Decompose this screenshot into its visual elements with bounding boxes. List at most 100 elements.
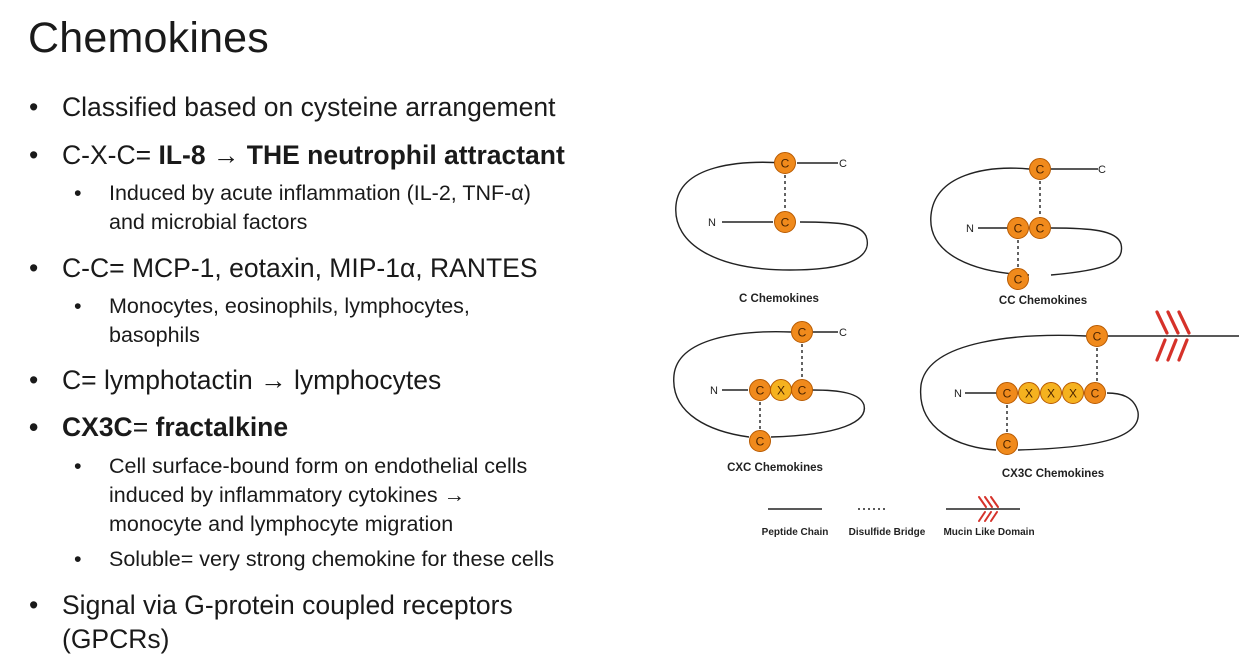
n-terminus-label: N: [708, 217, 716, 229]
n-terminus-label: N: [966, 223, 974, 235]
cysteine-label: C: [1014, 273, 1023, 287]
subbullet-text-line1: Induced by acute inflammation (IL-2, TNF…: [109, 181, 531, 205]
bullet-text-line2: (GPCRs): [62, 624, 170, 654]
bullet-list: • Classified based on cysteine arrangeme…: [29, 90, 565, 656]
bullet-dot: •: [29, 590, 39, 620]
subbullet-text-line2: basophils: [109, 323, 200, 347]
c-terminus-label: C: [1098, 164, 1106, 176]
subbullet-text-line1: Monocytes, eosinophils, lymphocytes,: [109, 294, 470, 318]
panel-label-c: C Chemokines: [739, 293, 819, 305]
bullet-gpcr: • Signal via G-protein coupled receptors…: [29, 588, 513, 656]
cysteine-label: C: [781, 157, 790, 171]
cc-chemokine-structure: [930, 167, 1123, 276]
subbullet-text-line3: monocyte and lymphocyte migration: [109, 512, 454, 536]
bullet-dot: •: [74, 181, 82, 205]
subbullet-text-line2: and microbial factors: [109, 210, 308, 234]
x-residue-label: X: [1069, 387, 1077, 401]
cysteine-residue: [774, 152, 796, 174]
cysteine-residue: [996, 433, 1018, 455]
slide-title: Chemokines: [28, 14, 269, 62]
x-residue-label: X: [1047, 387, 1055, 401]
cysteine-label: C: [1093, 330, 1102, 344]
bullet-cx3c: • CX3C= fractalkine: [29, 410, 289, 444]
c-chemokine-structure: [675, 161, 868, 271]
peptide-chain: [1017, 392, 1139, 451]
peptide-chain: [1050, 227, 1123, 276]
cysteine-label: C: [756, 435, 765, 449]
peptide-chain: [673, 331, 792, 438]
legend-peptide-label: Peptide Chain: [762, 527, 829, 538]
x-residue: [1040, 382, 1062, 404]
bullet-text: C= lymphotactin → lymphocytes: [62, 365, 442, 395]
bullet-bold-text: IL-8 → THE neutrophil attractant: [158, 140, 565, 170]
cysteine-residue: [1029, 158, 1051, 180]
bullet-classified: • Classified based on cysteine arrangeme…: [29, 90, 556, 124]
cxc-chemokine-residues: C C X C C N C: [710, 321, 847, 452]
cysteine-label: C: [1003, 387, 1012, 401]
subbullet-text-line2: induced by inflammatory cytokines →: [109, 483, 466, 507]
cysteine-residue: [1084, 382, 1106, 404]
cx3c-chemokine-structure: [920, 334, 1239, 451]
cysteine-label: C: [798, 326, 807, 340]
legend: Peptide Chain Disulfide Bridge Mucin Lik…: [762, 496, 1035, 538]
cysteine-label: C: [1036, 163, 1045, 177]
cysteine-residue: [791, 379, 813, 401]
cysteine-residue: [1007, 268, 1029, 290]
cx3c-chemokine-residues: C C X X X C C N: [954, 325, 1108, 455]
cysteine-residue: [1007, 217, 1029, 239]
bullet-dot: •: [29, 365, 39, 395]
bullet-dot: •: [29, 253, 39, 283]
bullet-dot: •: [29, 140, 39, 170]
legend-mucin-label: Mucin Like Domain: [943, 527, 1034, 538]
cysteine-residue: [1029, 217, 1051, 239]
bullet-dot: •: [74, 547, 82, 571]
subbullet-cell-surface: • Cell surface-bound form on endothelial…: [74, 452, 527, 539]
panel-label-cx3c: CX3C Chemokines: [1002, 468, 1104, 480]
x-residue: [1018, 382, 1040, 404]
subbullet-text: Soluble= very strong chemokine for these…: [109, 547, 555, 571]
cxc-chemokine-structure: [673, 331, 865, 438]
cysteine-label: C: [798, 384, 807, 398]
subbullet-monocytes: • Monocytes, eosinophils, lymphocytes, b…: [74, 292, 470, 350]
bullet-dot: •: [74, 294, 82, 318]
cc-chemokine-residues: C C C C N C: [966, 158, 1106, 290]
x-residue-label: X: [1025, 387, 1033, 401]
peptide-chain: [920, 334, 1087, 451]
bullet-c: • C= lymphotactin → lymphocytes: [29, 363, 442, 397]
bullet-dot: •: [29, 92, 39, 122]
c-terminus-label: C: [839, 327, 847, 339]
peptide-chain: [675, 161, 868, 271]
bullet-text: Classified based on cysteine arrangement: [62, 92, 556, 122]
cysteine-label: C: [1003, 438, 1012, 452]
legend-disulfide-label: Disulfide Bridge: [849, 527, 926, 538]
c-chemokine-residues: C C N C: [708, 152, 847, 233]
bullet-text: C-X-C=: [62, 140, 159, 170]
cysteine-label: C: [756, 384, 765, 398]
n-terminus-label: N: [954, 388, 962, 400]
mucin-like-domain: [1155, 310, 1191, 362]
bullet-cc: • C-C= MCP-1, eotaxin, MIP-1α, RANTES: [29, 251, 538, 285]
bullet-text: =: [132, 412, 156, 442]
bullet-text: C-C= MCP-1, eotaxin, MIP-1α, RANTES: [62, 253, 538, 283]
peptide-chain: [770, 389, 865, 438]
panel-label-cc: CC Chemokines: [999, 295, 1087, 307]
cysteine-residue: [774, 211, 796, 233]
c-terminus-label: C: [839, 158, 847, 170]
chemokine-structure-diagram: C C N C C Chemokines C C C C N C CC Chem…: [660, 140, 1239, 555]
cysteine-residue: [791, 321, 813, 343]
n-terminus-label: N: [710, 385, 718, 397]
subbullet-soluble: • Soluble= very strong chemokine for the…: [74, 545, 555, 574]
bullet-cxc: • C-X-C= IL-8 → THE neutrophil attractan…: [29, 138, 565, 172]
cysteine-residue: [996, 382, 1018, 404]
bullet-bold-text: CX3C: [62, 412, 133, 442]
cysteine-label: C: [1091, 387, 1100, 401]
bullet-bold-text: fractalkine: [155, 412, 289, 442]
bullet-dot: •: [29, 412, 39, 442]
peptide-chain: [930, 167, 1030, 276]
panel-label-cxc: CXC Chemokines: [727, 462, 823, 474]
subbullet-induced: • Induced by acute inflammation (IL-2, T…: [74, 179, 531, 237]
cysteine-residue: [749, 430, 771, 452]
bullet-text-line1: Signal via G-protein coupled receptors: [62, 590, 513, 620]
bullet-dot: •: [74, 454, 82, 478]
cysteine-label: C: [1036, 222, 1045, 236]
